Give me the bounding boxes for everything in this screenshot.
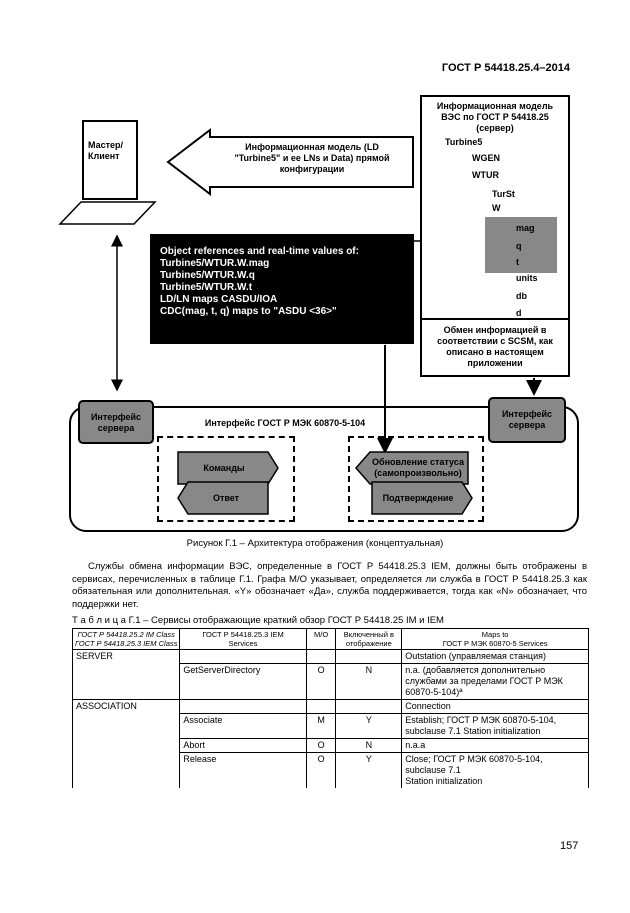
tree-turbine5: Turbine5 (445, 137, 483, 147)
page-number: 157 (560, 840, 579, 852)
tree-w: W (492, 203, 501, 213)
figure-lines (58, 127, 579, 532)
table-title: Т а б л и ц а Г.1 – Сервисы отображающие… (72, 615, 444, 626)
tree-d: d (516, 308, 522, 318)
standard-header: ГОСТ Р 54418.25.4–2014 (441, 62, 570, 74)
tree-q: q (516, 241, 522, 251)
header-maps-to: Maps to ГОСТ Р МЭК 60870-5 Services (401, 628, 589, 650)
table-row: ASSOCIATION Connection (71, 699, 589, 714)
master-client-label: Мастер/ Клиент (88, 140, 124, 161)
status-update-label: Обновление статуса (самопроизвольно) (372, 457, 464, 478)
confirm-arrow-shape (371, 481, 473, 515)
services-table: ГОСТ Р 54418.25.2 IM Class ГОСТ Р 54418.… (71, 628, 589, 788)
tree-t: t (516, 257, 519, 267)
tree-mag: mag (516, 223, 535, 233)
table-row: GetServerDirectory O N n.a. (добавляется… (71, 663, 589, 700)
commands-label: Команды (203, 463, 245, 473)
status-arrow-shape (355, 451, 469, 485)
left-server-interface: Интерфейс сервера (78, 400, 154, 444)
config-arrow-shape (166, 127, 414, 197)
table-header-row: ГОСТ Р 54418.25.2 IM Class ГОСТ Р 54418.… (71, 628, 589, 650)
gost-interface-title: Интерфейс ГОСТ Р МЭК 60870-5-104 (204, 418, 366, 428)
header-iem-services: ГОСТ Р 54418.25.3 IEM Services (179, 628, 307, 650)
header-im-class: ГОСТ Р 54418.25.2 IM Class ГОСТ Р 54418.… (71, 628, 181, 650)
table-row: Abort O N n.a.a (71, 738, 589, 753)
answer-label: Ответ (212, 493, 240, 503)
answer-arrow-shape (177, 481, 269, 515)
tree-db: db (516, 291, 527, 301)
right-server-interface: Интерфейс сервера (488, 397, 566, 443)
table-row: Associate M Y Establish; ГОСТ Р МЭК 6087… (71, 713, 589, 739)
body-paragraph: Службы обмена информации ВЭС, определенн… (72, 561, 587, 610)
highlight-mag-q-t (485, 217, 557, 273)
tree-units: units (516, 273, 538, 283)
commands-arrow-shape (177, 451, 279, 485)
right-dashed-box (348, 436, 484, 522)
laptop-keyboard (58, 201, 157, 225)
object-references-box: Object references and real-time values o… (150, 234, 414, 344)
figure-caption: Рисунок Г.1 – Архитектура отображения (к… (186, 538, 444, 549)
info-model-title: Информационная модель ВЭС по ГОСТ Р 5441… (436, 101, 554, 133)
exchange-text: Обмен информацией в соответствии с SCSM,… (437, 325, 553, 368)
tree-wgen: WGEN (472, 153, 500, 163)
confirm-label: Подтверждение (382, 493, 454, 503)
table-row: Release O Y Close; ГОСТ Р МЭК 60870-5-10… (71, 752, 589, 788)
header-mo: М/О (305, 628, 337, 650)
header-included: Включенный в отображение (335, 628, 403, 650)
table-row: SERVER Outstation (управляемая станция) (71, 649, 589, 664)
left-dashed-box (157, 436, 295, 522)
exchange-divider (420, 318, 570, 320)
tree-turst: TurSt (492, 189, 515, 199)
config-arrow-text: Информационная модель (LD "Turbine5" и е… (234, 142, 390, 174)
laptop-screen: Мастер/ Клиент (82, 120, 138, 200)
tree-wtur: WTUR (472, 170, 499, 180)
